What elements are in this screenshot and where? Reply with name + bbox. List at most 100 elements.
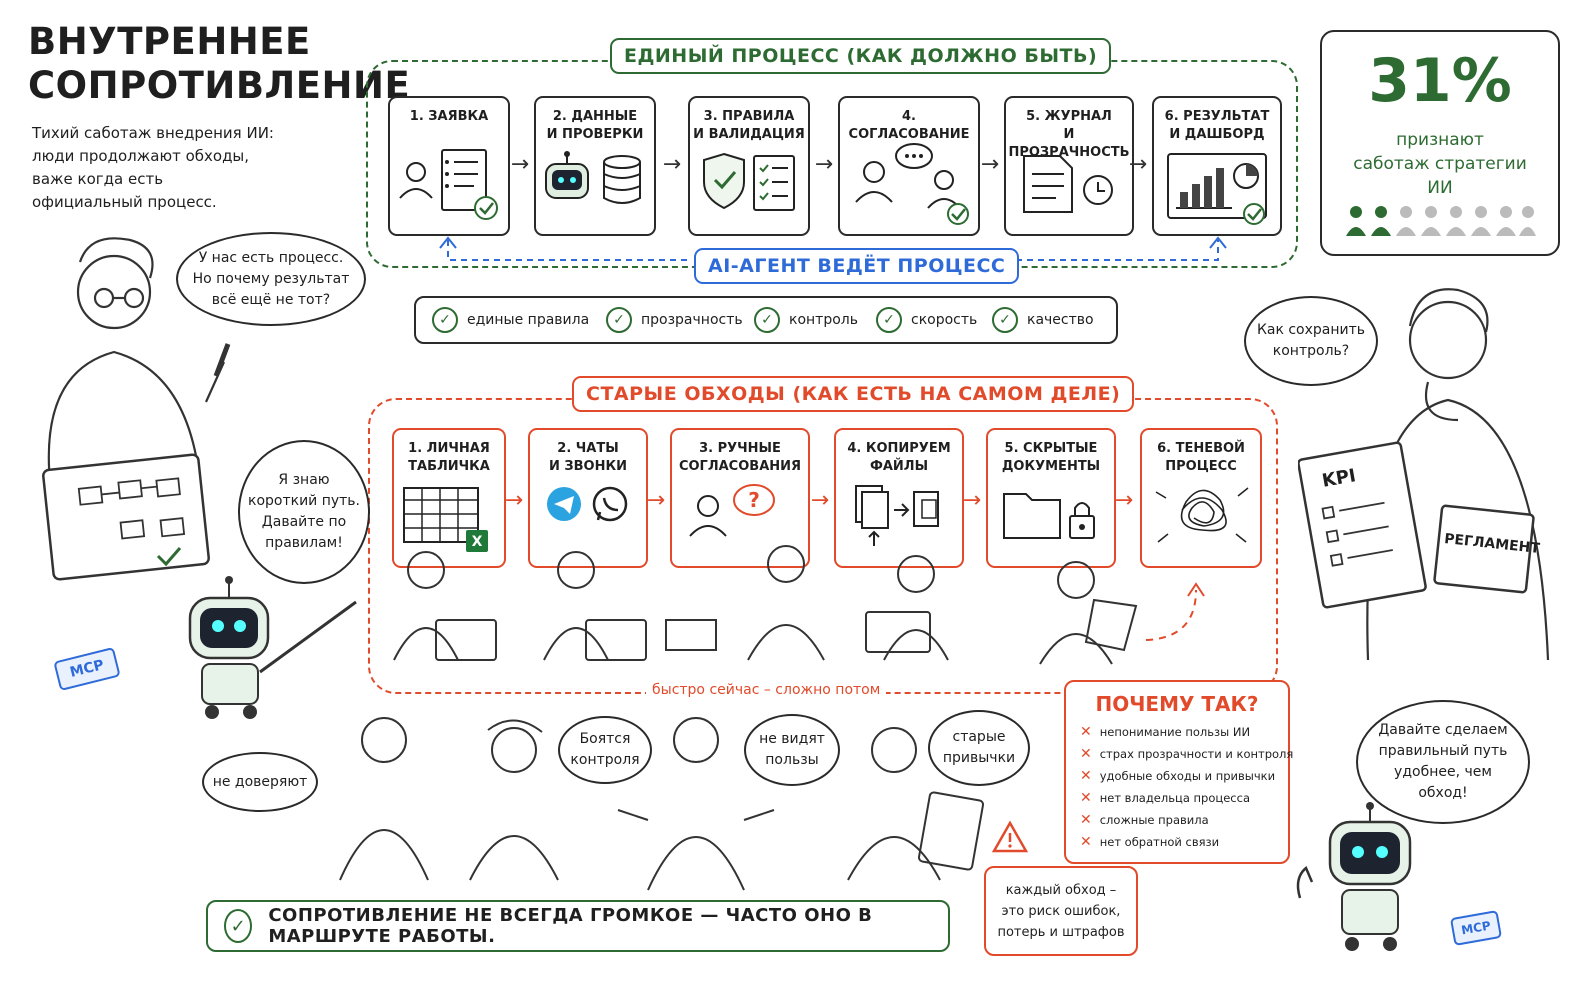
dashboard-chart-icon [1167, 153, 1267, 225]
svg-text:X: X [472, 534, 483, 550]
check-icon: ✓ [754, 307, 780, 333]
old-workarounds-header: СТАРЫЕ ОБХОДЫ (КАК ЕСТЬ НА САМОМ ДЕЛЕ) [572, 376, 1135, 412]
benefit-item: ✓контроль [754, 307, 858, 333]
cross-icon: ✕ [1080, 768, 1092, 784]
why-item: ✕нет обратной связи [1080, 834, 1220, 850]
why-title: ПОЧЕМУ ТАК? [1095, 692, 1259, 716]
folder-lock-icon [1003, 493, 1095, 539]
check-icon: ✓ [606, 307, 632, 333]
why-item: ✕удобные обходы и привычки [1080, 768, 1276, 784]
agent-loop-arrows [439, 236, 1227, 261]
check-icon: ✓ [432, 307, 458, 333]
why-item: ✕страх прозрачности и контроля [1080, 746, 1294, 762]
person-question-icon: ? [689, 484, 775, 537]
why-item: ✕сложные правила [1080, 812, 1209, 828]
check-icon: ✓ [992, 307, 1018, 333]
subtitle-line-3: важе когда есть [32, 170, 164, 188]
arrow-icon: → [504, 488, 524, 513]
distrust-bubble: не доверяют [202, 752, 318, 812]
mcp-tag: MCP [53, 646, 121, 692]
page-title: ВНУТРЕННЕЕ СОПРОТИВЛЕНИЕ [28, 20, 411, 108]
arrow-icon: → [1114, 488, 1134, 513]
subtitle-line-4: официальный процесс. [32, 193, 217, 211]
cross-icon: ✕ [1080, 746, 1092, 762]
user-checklist-icon [399, 149, 498, 220]
step-label: 1. ЗАЯВКА [409, 109, 489, 124]
arrow-icon: → [962, 488, 982, 513]
benefit-item: ✓качество [992, 307, 1094, 333]
unified-step-4: 4. СОГЛАСОВАНИЕ [838, 96, 980, 236]
manager-character [1298, 288, 1550, 660]
arrow-icon: → [810, 488, 830, 513]
unified-step-1: 1. ЗАЯВКА [388, 96, 510, 236]
cross-icon: ✕ [1080, 790, 1092, 806]
lead-character [42, 237, 231, 581]
bottom-team-illustration [339, 717, 985, 891]
title-line-2: СОПРОТИВЛЕНИЕ [28, 64, 411, 107]
people-chat-icon [855, 143, 969, 225]
why-item: ✕нет владельца процесса [1080, 790, 1250, 806]
benefits-bar: ✓единые правила ✓прозрачность ✓контроль … [414, 296, 1118, 344]
unified-process-header: ЕДИНЫЙ ПРОЦЕСС (КАК ДОЛЖНО БЫТЬ) [610, 38, 1112, 74]
why-item: ✕непонимание пользы ИИ [1080, 724, 1251, 740]
arrow-icon: → [510, 152, 530, 177]
risk-note: каждый обход –это риск ошибок,потерь и ш… [984, 866, 1138, 956]
warning-icon [992, 820, 1028, 853]
subtitle-line-2: люди продолжают обходы, [32, 147, 250, 165]
mcp-tag: MCP [1449, 910, 1503, 946]
arrow-icon: → [980, 152, 1000, 177]
ai-agent-label: AI-АГЕНТ ВЕДЁТ ПРОЦЕСС [694, 248, 1020, 284]
title-line-1: ВНУТРЕННЕЕ [28, 20, 311, 63]
copy-files-icon [855, 485, 939, 546]
subtitle-line-1: Тихий саботаж внедрения ИИ: [32, 124, 274, 142]
cross-icon: ✕ [1080, 724, 1092, 740]
footer-text: СОПРОТИВЛЕНИЕ НЕ ВСЕГДА ГРОМКОЕ — ЧАСТО … [268, 905, 873, 947]
arrow-icon: → [814, 152, 834, 177]
arrow-icon: → [1128, 152, 1148, 177]
tangle-icon [1155, 487, 1249, 543]
robot-top [188, 576, 357, 719]
arrow-icon: → [646, 488, 666, 513]
cross-icon: ✕ [1080, 834, 1092, 850]
stat-value: 31% [1368, 46, 1512, 116]
check-icon: ✓ [224, 909, 253, 943]
subtitle: Тихий саботаж внедрения ИИ: люди продолж… [32, 122, 282, 214]
svg-text:?: ? [748, 488, 760, 512]
excel-sheet-icon: X [403, 487, 488, 552]
footer-banner: ✓ СОПРОТИВЛЕНИЕ НЕ ВСЕГДА ГРОМКОЕ — ЧАСТ… [206, 900, 950, 952]
team-illustration [393, 545, 1205, 665]
robot-database-icon [545, 151, 641, 204]
shield-checklist-icon [703, 152, 795, 211]
step-label: 4. СОГЛАСОВАНИЕ [848, 109, 970, 142]
arrow-icon: → [662, 152, 682, 177]
robot-bottom [1296, 802, 1412, 951]
why-box: ПОЧЕМУ ТАК? ✕непонимание пользы ИИ ✕стра… [1064, 680, 1294, 864]
check-icon: ✓ [876, 307, 902, 333]
benefit-item: ✓единые правила [432, 307, 589, 333]
document-clock-icon [1023, 155, 1113, 213]
old-footnote: быстро сейчас – сложно потом [646, 682, 887, 698]
